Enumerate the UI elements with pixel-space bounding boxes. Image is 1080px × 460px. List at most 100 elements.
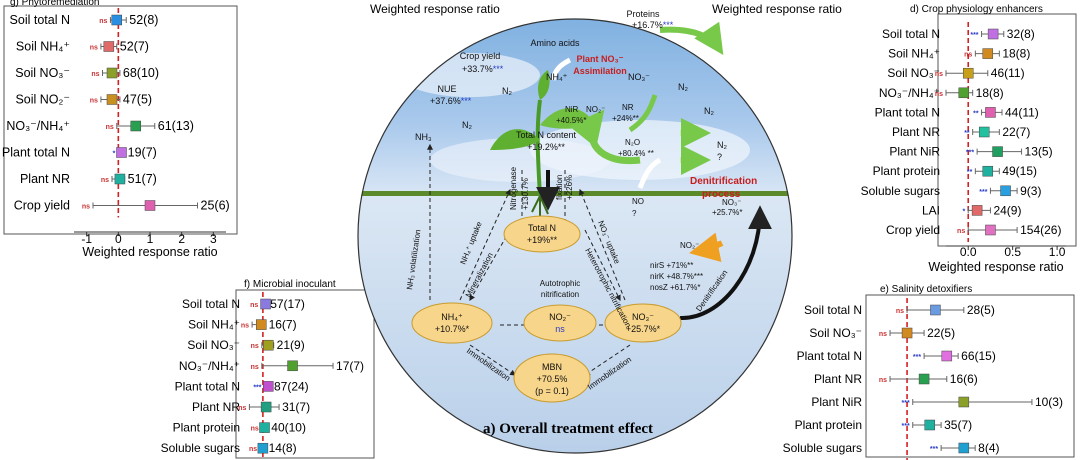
soil-no2-val: ns (555, 324, 565, 334)
effect-marker (103, 41, 115, 52)
panel-e-frame (865, 294, 1075, 458)
sample-size: 154(26) (1020, 223, 1061, 237)
x-tick-label: -1 (81, 232, 92, 246)
row-label: Plant total N (875, 105, 940, 119)
row-label: Plant NiR (811, 395, 862, 409)
sample-size: 8(4) (978, 441, 999, 455)
row-label: NO₃⁻/NH₄⁺ (179, 359, 240, 373)
label-nue: NUE (437, 84, 456, 94)
effect-marker (987, 28, 999, 40)
effect-marker (130, 120, 141, 132)
sample-size: 44(11) (1005, 105, 1039, 119)
row-label: Soil NO₃⁻ (809, 326, 862, 340)
effect-marker (106, 94, 118, 105)
mbn-val: +70.5% (537, 374, 568, 384)
effect-marker (958, 396, 970, 408)
sample-size: 13(5) (1025, 145, 1053, 159)
significance: ns (241, 323, 249, 330)
significance: ns (879, 377, 887, 384)
label-no3-top: NO₃⁻ (628, 72, 650, 82)
label-no-q: ? (632, 209, 637, 218)
sample-size: 87(24) (274, 379, 309, 393)
sample-size: 22(5) (927, 326, 955, 340)
sample-size: 18(8) (1002, 47, 1030, 61)
significance: ns (249, 446, 257, 453)
soil-no3-label: NO₃⁻ (632, 312, 654, 322)
significance: ns (106, 124, 114, 131)
effect-marker (958, 442, 970, 454)
sample-size: 57(17) (270, 297, 305, 311)
significance: ns (935, 91, 943, 98)
x-tick-label: 1 (147, 232, 154, 246)
significance: * (113, 151, 116, 158)
significance: ns (935, 71, 943, 78)
significance: ns (82, 204, 90, 211)
row-label: Soil NH₄⁺ (16, 40, 70, 54)
row-label: NO₃⁻/NH₄⁺ (879, 86, 940, 100)
sample-size: 17(7) (336, 359, 364, 373)
sample-size: 49(15) (1002, 164, 1037, 178)
ellipse-no3 (604, 303, 682, 343)
row-label: Plant total N (175, 379, 240, 393)
label-no3-right-val: +25.7%* (712, 208, 742, 217)
ellipse-total-n (503, 215, 581, 253)
effect-marker (259, 422, 270, 433)
row-label: Plant NiR (889, 145, 940, 159)
label-fixation-val: +226% (565, 175, 574, 200)
effect-marker (941, 350, 953, 362)
label-fixation: fixation (555, 175, 564, 200)
effect-marker (962, 67, 974, 79)
label-nitrogenase-val: +130.7% (521, 178, 530, 210)
effect-marker (114, 173, 126, 185)
label-nirs: nirS +71%** (650, 261, 693, 270)
row-label: Plant NR (892, 125, 940, 139)
plot-title: d) Crop physiology enhancers (910, 4, 1043, 15)
row-label: Soluble sugars (861, 184, 940, 198)
significance: *** (902, 400, 910, 407)
significance: ** (967, 169, 973, 176)
sample-size: 18(8) (976, 86, 1004, 100)
significance: ns (251, 426, 259, 433)
diagram-circle (357, 18, 793, 454)
effect-marker (982, 48, 994, 59)
effect-marker (985, 107, 996, 118)
x-axis-label: Weighted response ratio (82, 245, 217, 259)
row-label: Soluble sugars (161, 441, 240, 455)
label-nr-val: +24%** (612, 114, 639, 123)
significance: *** (253, 384, 261, 391)
ellipse-nh4 (411, 302, 493, 344)
label-no2-mid: NO₂⁻ (586, 105, 605, 114)
row-label: Soil NO₃⁻ (187, 338, 240, 352)
x-axis-label: Weighted response ratio (928, 260, 1063, 274)
mbn-p: (p = 0.1) (535, 386, 569, 396)
sample-size: 14(8) (269, 441, 297, 455)
significance: * (962, 208, 965, 215)
label-nir-val: +40.5%* (556, 116, 586, 125)
row-label: Plant total N (797, 349, 862, 363)
significance: ns (879, 331, 887, 338)
center-header-left: Weighted response ratio (370, 2, 500, 16)
sample-size: 16(6) (950, 372, 978, 386)
effect-marker (106, 67, 118, 79)
sample-size: 31(7) (282, 400, 310, 414)
mbn-label: MBN (542, 362, 562, 372)
label-nirk: nirK +48.7%*** (650, 272, 703, 281)
effect-marker (256, 319, 267, 330)
label-n2-c: N₂ (678, 82, 688, 92)
effect-marker (930, 304, 941, 316)
soil-nh4-val: +10.7%* (435, 324, 470, 334)
label-n2-d: N₂ (704, 106, 714, 116)
effect-marker (1000, 185, 1011, 197)
soil-nh4-label: NH₄⁺ (441, 312, 463, 322)
label-denit1: Denitrification (690, 176, 757, 187)
sample-size: 25(6) (201, 199, 230, 213)
row-label: Soil total N (182, 297, 240, 311)
label-nh4-top: NH₄⁺ (546, 72, 568, 82)
plot-title: g) Phytoremediation (10, 0, 100, 8)
row-label: Soil NO₂⁻ (15, 93, 70, 107)
ground-line (358, 191, 792, 196)
label-auto1: Autotrophic (540, 279, 580, 288)
label-cropyield-val: +33.7%*** (462, 64, 504, 74)
sample-size: 21(9) (277, 338, 305, 352)
